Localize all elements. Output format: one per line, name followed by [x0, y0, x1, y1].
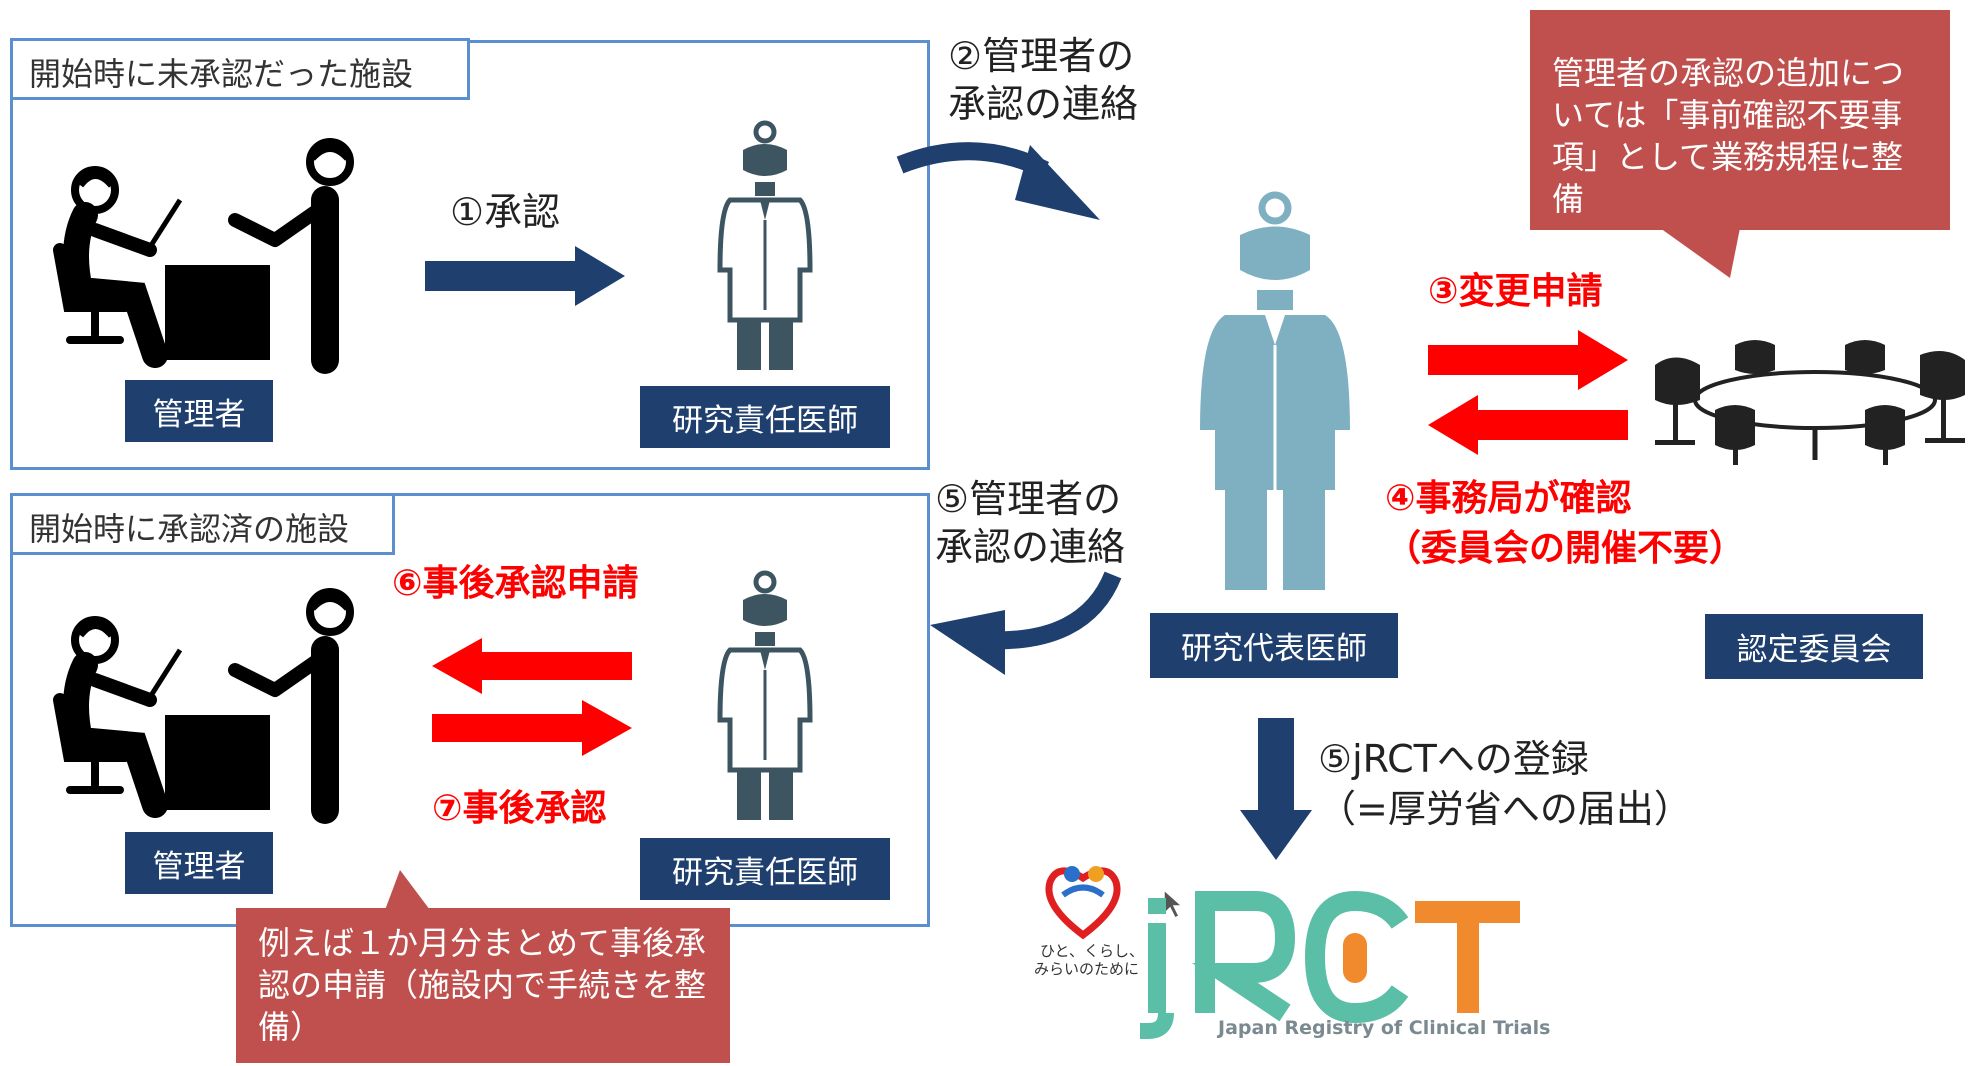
- pi-label: 研究責任医師: [640, 386, 890, 448]
- committee-label: 認定委員会: [1705, 614, 1923, 679]
- note-bottom: 例えば１か月分まとめて事後承認の申請（施設内で手続きを整備）: [236, 908, 730, 1063]
- pi-label-2: 研究責任医師: [640, 838, 890, 900]
- bottom-panel-title: 開始時に承認済の施設: [10, 493, 395, 555]
- admin-desk-illustration-2: [53, 588, 354, 824]
- step7-post-approval: ⑦事後承認: [432, 788, 607, 829]
- representative-label: 研究代表医師: [1150, 613, 1398, 678]
- step6-post-approval-request: ⑥事後承認申請: [392, 563, 639, 604]
- step4-line1: ④事務局が確認: [1385, 478, 1632, 519]
- step4-line2: （委員会の開催不要）: [1385, 528, 1746, 569]
- step5-curved-arrow: [930, 571, 1122, 675]
- step2-line1: ②管理者の: [948, 34, 1135, 78]
- step7-arrow-right: [432, 700, 632, 756]
- note-top: 管理者の承認の追加については「事前確認不要事項」として業務規程に整備: [1530, 10, 1950, 230]
- mhlw-logo: [1045, 866, 1121, 940]
- jrct-logo-subtitle: Japan Registry of Clinical Trials: [1218, 1017, 1551, 1039]
- step6-arrow-left: [432, 638, 632, 694]
- step1-approval-text: ①承認: [450, 190, 561, 234]
- step5-contact-line1: ⑤管理者の: [935, 477, 1122, 521]
- step4-arrow-left: [1428, 395, 1628, 455]
- committee-meeting-icon: [1655, 340, 1965, 465]
- step3-change-request: ③変更申請: [1428, 271, 1603, 312]
- step5-jrct-line2: （=厚労省への届出）: [1318, 787, 1692, 831]
- step5-jrct-line1: ⑤jRCTへの登録: [1318, 737, 1589, 781]
- step1-arrow: [425, 246, 625, 306]
- mhlw-logo-text-2: みらいのために: [1034, 960, 1140, 978]
- jrct-logo: [1140, 890, 1520, 1039]
- admin-desk-illustration: [53, 138, 354, 374]
- admin-label-2: 管理者: [125, 832, 273, 894]
- pi-doctor-icon: [717, 120, 813, 370]
- note-bottom-pointer: [385, 870, 430, 910]
- admin-label: 管理者: [125, 380, 273, 442]
- step2-curved-arrow: [896, 142, 1100, 220]
- step5-down-arrow: [1240, 718, 1312, 860]
- step5-contact-line2: 承認の連絡: [935, 525, 1126, 569]
- step3-arrow-right: [1428, 330, 1628, 390]
- step2-line2: 承認の連絡: [948, 82, 1139, 126]
- note-top-pointer: [1660, 228, 1740, 278]
- mhlw-logo-text-1: ひと、くらし、: [1040, 942, 1144, 960]
- representative-doctor-icon: [1200, 191, 1350, 590]
- top-panel-title: 開始時に未承認だった施設: [10, 38, 470, 100]
- pi-doctor-icon-2: [717, 570, 813, 820]
